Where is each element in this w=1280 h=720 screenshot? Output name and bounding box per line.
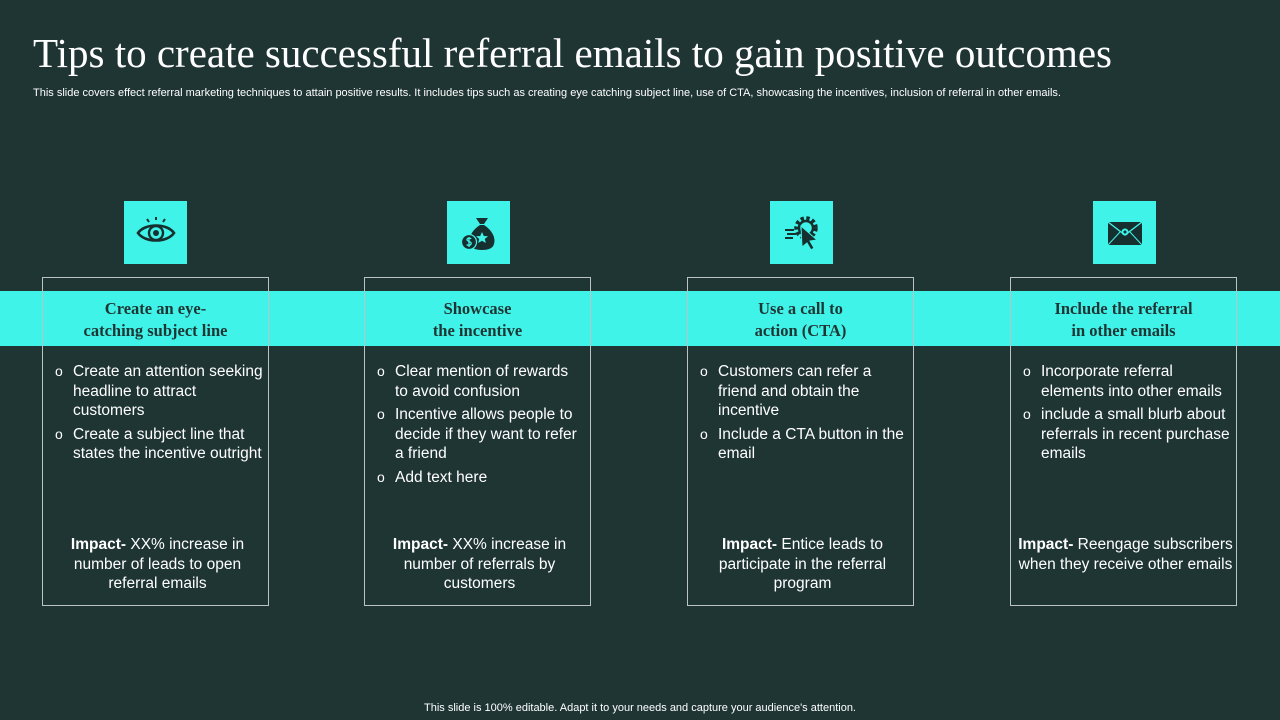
impact-text: Impact- XX% increase in number of referr… bbox=[392, 536, 567, 592]
bullet-circle-icon: o bbox=[55, 425, 63, 442]
envelope-icon bbox=[1107, 220, 1142, 245]
bullet-circle-icon: o bbox=[377, 363, 385, 379]
bullet-circle-icon: o bbox=[377, 468, 385, 485]
bullet-circle-icon: o bbox=[55, 363, 63, 379]
impact-text: Impact- Entice leads to participate in t… bbox=[718, 536, 887, 592]
bullet-circle-icon: o bbox=[1023, 363, 1031, 379]
impact-text: Impact- Reengage subscribers when they r… bbox=[1018, 536, 1233, 573]
bullet-circle-icon: o bbox=[700, 363, 708, 379]
card-title: Use a call to action (CTA) bbox=[754, 298, 847, 340]
slide-footer: This slide is 100% editable. Adapt it to… bbox=[424, 702, 856, 714]
bullet-circle-icon: o bbox=[377, 406, 385, 422]
icon-box-4 bbox=[1093, 201, 1156, 264]
bullet-circle-icon: o bbox=[1023, 406, 1031, 422]
card-title: Showcase the incentive bbox=[432, 298, 523, 340]
slide-subtitle: This slide covers effect referral market… bbox=[33, 87, 1061, 99]
cursor-click-gear-icon bbox=[784, 215, 818, 251]
icon-box-1 bbox=[124, 201, 187, 264]
icon-box-2 bbox=[447, 201, 510, 264]
money-bag-icon bbox=[460, 217, 495, 250]
eye-icon bbox=[135, 216, 176, 242]
bullet-circle-icon: o bbox=[700, 425, 708, 442]
accent-band bbox=[0, 291, 1280, 346]
slide-title: Tips to create successful referral email… bbox=[33, 30, 1112, 76]
card-title: Include the referral in other emails bbox=[1054, 298, 1193, 340]
card-title: Create an eye- catching subject line bbox=[83, 298, 228, 340]
impact-text: Impact- XX% increase in number of leads … bbox=[70, 536, 245, 592]
icon-box-3 bbox=[770, 201, 833, 264]
